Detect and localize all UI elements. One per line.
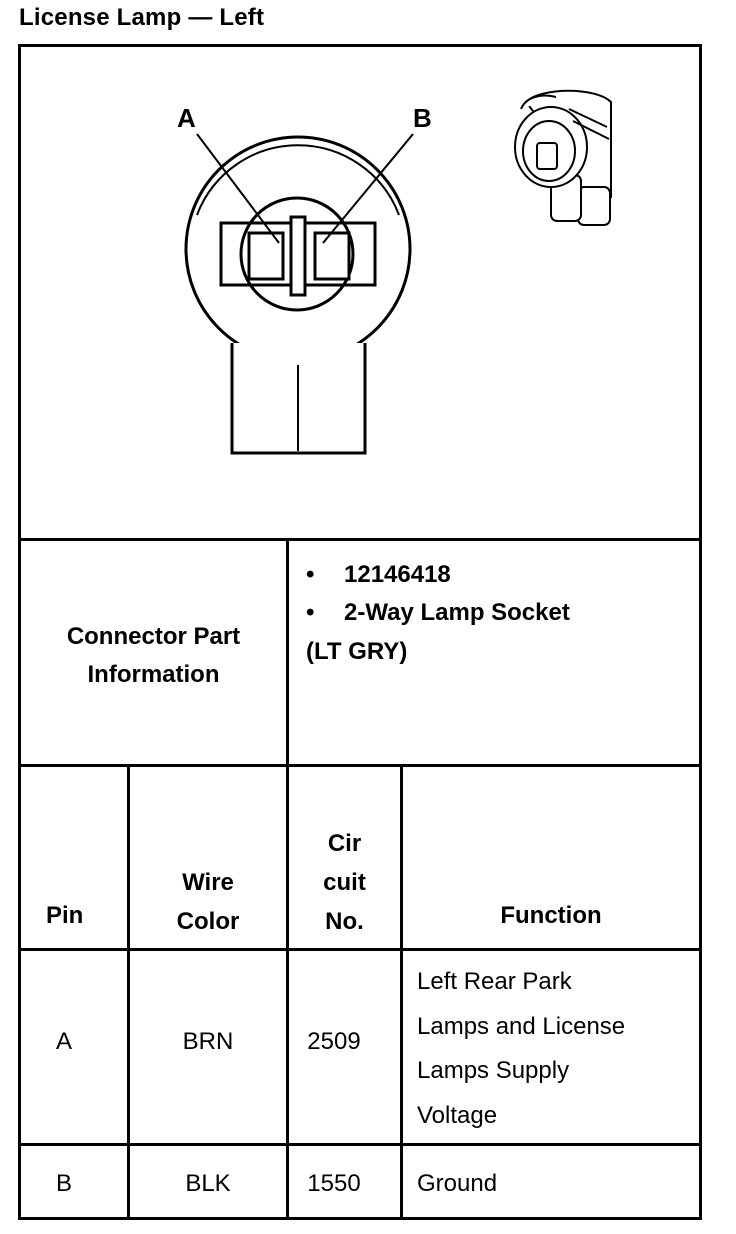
connector-info-label-line2: Information [87,661,220,688]
divider-col-wire [286,764,289,1220]
row-b-pin: B [56,1170,73,1197]
row-a-function-line4: Voltage [417,1101,498,1129]
row-a-function-line2: Lamps and License [417,1012,626,1040]
row-b-wire-color: BLK [185,1170,231,1197]
bullet-2: • [306,599,315,626]
bullet-1: • [306,561,315,588]
header-wire-color-line1: Wire [182,869,234,896]
connector-face-drawing: A B [177,89,612,455]
pin-a-callout: A [177,103,196,133]
header-circuit-line1: Cir [327,830,362,857]
divider-diagram-bottom [18,538,702,541]
divider-connector-mid [286,538,289,767]
page-title: License Lamp — Left [19,4,265,31]
header-wire-color: Wire Color [130,863,286,941]
row-a-wire-color: BRN [182,1028,234,1055]
header-circuit-line3: No. [325,908,364,935]
divider-connector-bottom [18,764,702,767]
divider-col-pin [127,764,130,1220]
connector-table-frame [18,44,702,1220]
connector-diagram: A B [21,47,699,537]
socket-perspective-icon [514,89,612,226]
header-wire-color-line2: Color [176,908,240,935]
row-a-function-line3: Lamps Supply [417,1057,570,1084]
header-pin: Pin [46,902,84,929]
row-b-circuit: 1550 [307,1170,361,1197]
row-a-circuit: 2509 [307,1028,361,1055]
connector-description: 2-Way Lamp Socket [344,599,570,626]
row-a-pin: A [56,1028,73,1055]
connector-color: (LT GRY) [306,638,408,665]
divider-row-a-bottom [18,1143,702,1146]
row-a-function-line1: Left Rear Park [417,968,572,995]
row-b-function: Ground [417,1170,498,1197]
part-number-line: • 12146418 [306,561,451,589]
part-number: 12146418 [344,561,451,588]
divider-header-bottom [18,948,702,951]
header-function: Function [500,902,602,929]
connector-info-label-line1: Connector Part [66,623,241,650]
row-a-function: Left Rear Park Lamps and License Lamps S… [417,960,625,1138]
connector-info-label: Connector Part Information [21,618,286,694]
divider-col-circuit [400,764,403,1220]
header-circuit-line2: cuit [323,869,366,896]
pin-b-callout: B [413,103,432,133]
header-circuit-no: Cir cuit No. [289,824,400,941]
description-line: • 2-Way Lamp Socket [306,599,570,627]
